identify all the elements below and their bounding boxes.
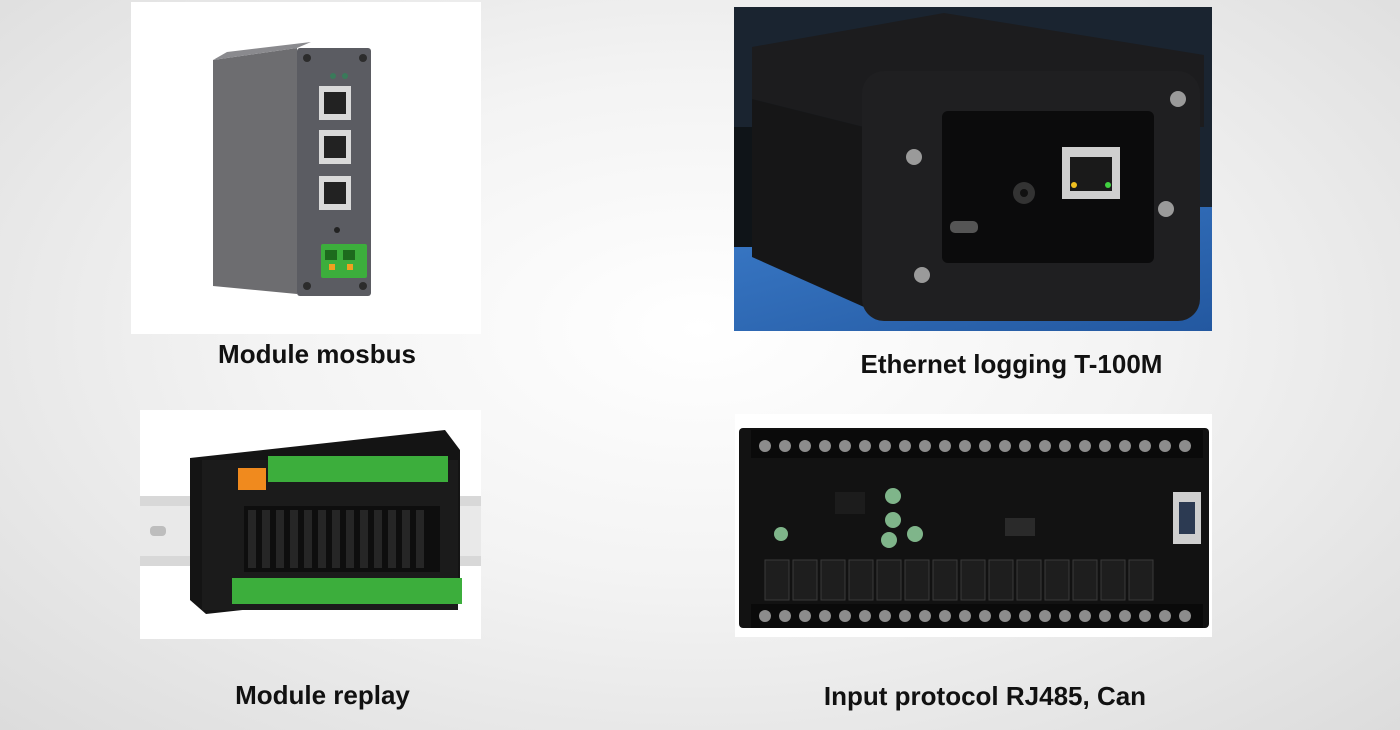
caption-modbus-module: Module mosbus (218, 339, 416, 369)
caption-ethernet-logger: Ethernet logging T-100M (860, 349, 1163, 379)
modbus-module-photo (131, 2, 481, 334)
caption-relay-module: Module replay (235, 680, 410, 710)
ethernet-logger-photo (734, 7, 1212, 331)
plc-board-photo (735, 414, 1212, 637)
relay-module-photo (140, 410, 481, 639)
caption-input-protocol-board: Input protocol RJ485, Can (823, 681, 1147, 711)
